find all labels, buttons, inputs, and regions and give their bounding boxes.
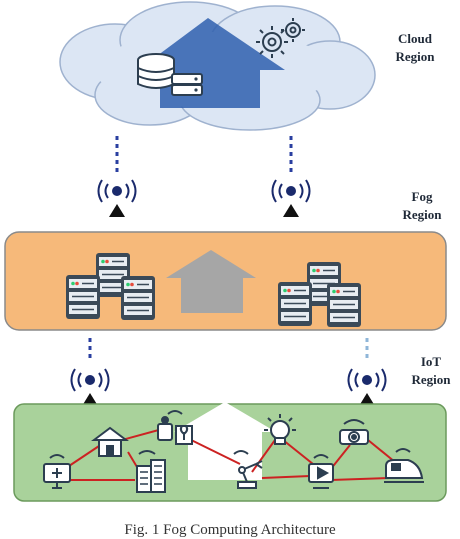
cloud-region <box>59 1 376 131</box>
smart-plant-icon <box>157 410 193 445</box>
iot-antenna-right-icon <box>347 368 387 407</box>
cloud-region-label: Cloud Region <box>386 30 444 66</box>
cloud-region-label-line2: Region <box>395 49 435 64</box>
fog-region-label: Fog Region <box>394 188 450 224</box>
cloud-region-label-line1: Cloud <box>398 31 432 46</box>
fog-iot-links <box>88 338 369 362</box>
house-icon <box>91 426 129 457</box>
camera-icon <box>339 419 369 445</box>
iot-region <box>13 402 447 502</box>
medical-monitor-icon <box>43 454 71 489</box>
robot-arm-icon <box>233 450 263 489</box>
server-icon <box>171 73 203 96</box>
device-links <box>59 427 396 481</box>
database-icon <box>137 53 175 89</box>
iot-region-label-line1: IoT <box>420 354 442 369</box>
train-icon <box>384 448 424 483</box>
fog-antenna-right-icon <box>271 179 311 218</box>
lightbulb-icon <box>264 414 296 445</box>
fog-region-label-line1: Fog <box>411 189 433 204</box>
fog-region <box>4 231 447 331</box>
gear-icon <box>256 18 305 58</box>
fog-upload-arrow <box>166 250 256 313</box>
iot-region-label-line2: Region <box>411 372 451 387</box>
fog-antenna-left-icon <box>97 179 137 218</box>
iot-antenna-left-icon <box>70 368 110 407</box>
video-player-icon <box>308 454 334 489</box>
cloud-fog-links <box>115 136 293 172</box>
figure-caption: Fig. 1 Fog Computing Architecture <box>124 522 336 538</box>
office-building-icon <box>136 450 166 493</box>
iot-upload-arrow <box>174 402 276 480</box>
fog-region-label-line2: Region <box>402 207 442 222</box>
iot-region-label: IoT Region <box>404 353 458 389</box>
